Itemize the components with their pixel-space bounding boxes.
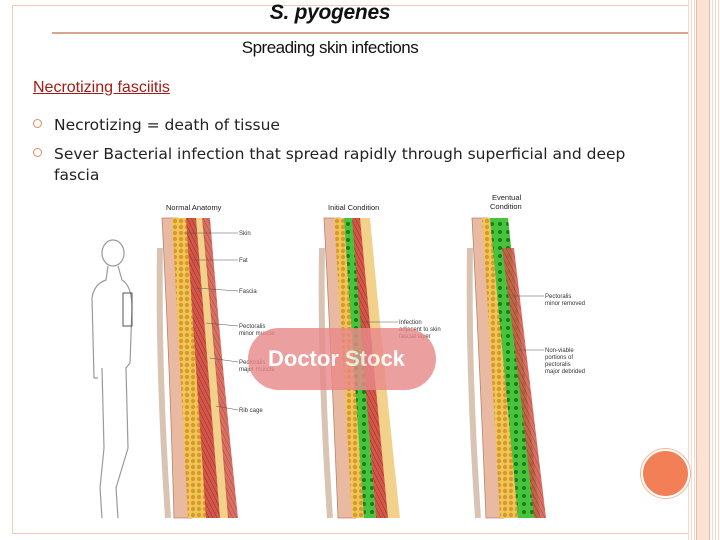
bullet-list: Necrotizing = death of tissue Sever Bact… bbox=[33, 115, 673, 194]
bullet-text: Necrotizing = death of tissue bbox=[54, 116, 280, 134]
panel-title-eventual-1: Eventual bbox=[492, 193, 522, 202]
label-nonviable-2: portions of bbox=[545, 355, 573, 361]
watermark-logo: Doctor Stock bbox=[248, 328, 436, 390]
frame-line-bottom bbox=[12, 533, 688, 534]
label-pec-removed-1: Pectoralis bbox=[545, 294, 571, 300]
circle-bullet-icon bbox=[33, 119, 42, 128]
bullet-item: Necrotizing = death of tissue bbox=[33, 115, 673, 136]
necrotizing-fasciitis-illustration: Normal Anatomy Skin Fat Fascia Pectorali… bbox=[91, 193, 585, 519]
label-nonviable-4: major debrided bbox=[545, 369, 585, 375]
label-nonviable-1: Non-viable bbox=[545, 348, 574, 354]
panel-eventual-condition: Eventual Condition Pectoralis minor remo… bbox=[466, 193, 585, 519]
label-pec-minor-2: minor muscle bbox=[239, 331, 275, 337]
label-nonviable-3: pectoralis bbox=[545, 362, 571, 368]
panel-title-normal: Normal Anatomy bbox=[166, 203, 222, 212]
label-fascia: Fascia bbox=[239, 289, 257, 295]
slide-subtitle: Spreading skin infections bbox=[241, 38, 419, 57]
label-skin: Skin bbox=[239, 231, 251, 237]
label-infection-1: Infection bbox=[399, 320, 422, 326]
decorative-band-right bbox=[696, 0, 710, 540]
decorative-orange-circle bbox=[641, 449, 690, 498]
section-heading: Necrotizing fasciitis bbox=[33, 79, 170, 96]
title-divider bbox=[52, 32, 688, 34]
watermark-text: Doctor Stock bbox=[268, 346, 406, 371]
label-fat: Fat bbox=[239, 258, 248, 264]
slide-title: S. pyogenes bbox=[269, 1, 391, 24]
body-silhouette bbox=[91, 239, 133, 519]
frame-line-left bbox=[12, 5, 13, 533]
panel-title-initial: Initial Condition bbox=[328, 203, 379, 212]
label-infection-2: adjacent to skin bbox=[399, 327, 441, 333]
circle-bullet-icon bbox=[33, 148, 42, 157]
bullet-item: Sever Bacterial infection that spread ra… bbox=[33, 144, 673, 186]
label-pec-removed-2: minor removed bbox=[545, 301, 585, 307]
panel-title-eventual-2: Condition bbox=[490, 202, 522, 211]
bullet-text: Sever Bacterial infection that spread ra… bbox=[54, 145, 626, 184]
label-pec-minor-1: Pectoralis bbox=[239, 324, 265, 330]
panel-normal-anatomy: Normal Anatomy Skin Fat Fascia Pectorali… bbox=[156, 203, 275, 519]
frame-line-top bbox=[12, 5, 688, 6]
label-rib-cage: Rib cage bbox=[239, 408, 263, 414]
